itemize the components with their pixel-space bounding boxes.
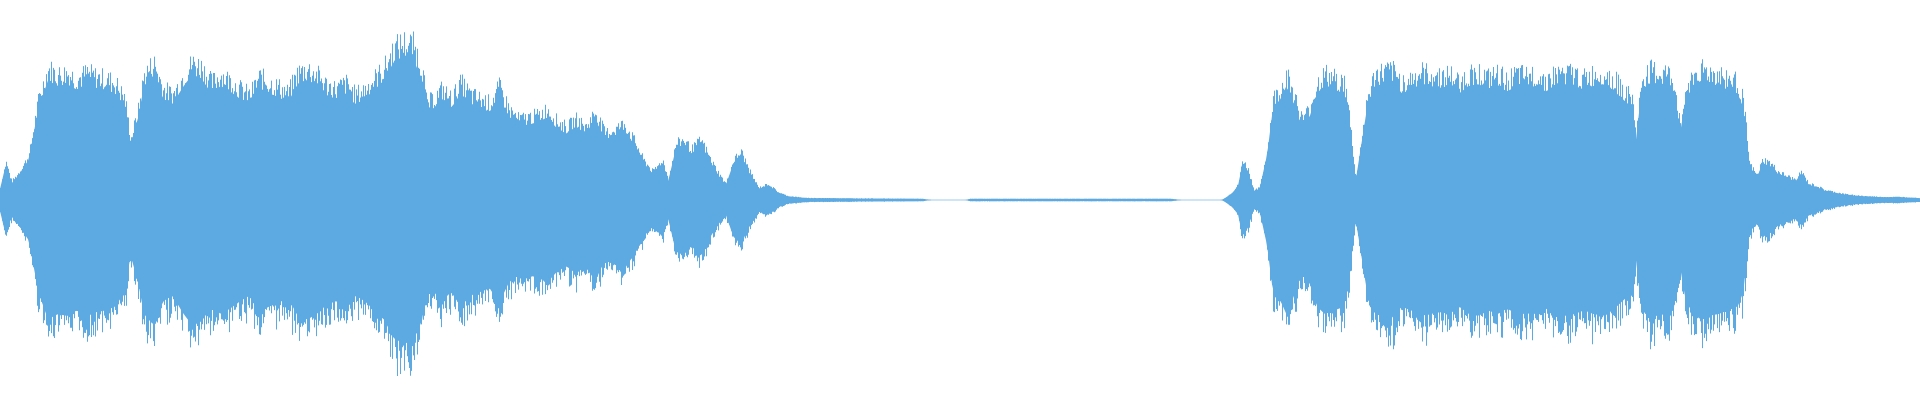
waveform-detail [0,31,1920,376]
